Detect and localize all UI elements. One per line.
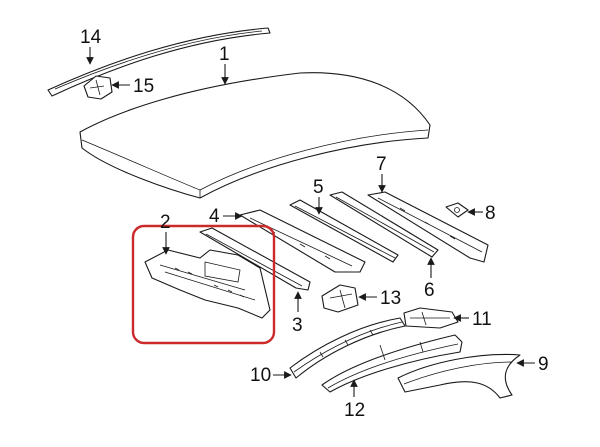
callout-6[interactable]: 6: [424, 257, 435, 301]
part-11-reinforcement[interactable]: [403, 307, 459, 329]
callout-12[interactable]: 12: [344, 379, 365, 421]
callout-label-8: 8: [485, 203, 496, 224]
callout-13[interactable]: 13: [358, 288, 401, 309]
part-13-bracket[interactable]: [321, 284, 359, 313]
highlight-box-part-2: [131, 224, 276, 345]
callout-label-1: 1: [219, 44, 230, 65]
callout-label-6: 6: [424, 280, 435, 301]
part-3-header-rail[interactable]: [199, 227, 311, 291]
callout-8[interactable]: 8: [467, 203, 496, 224]
callout-label-13: 13: [380, 288, 401, 309]
callout-label-11: 11: [472, 309, 492, 330]
callout-label-5: 5: [313, 177, 324, 198]
callout-label-14: 14: [80, 27, 102, 48]
callout-label-12: 12: [344, 400, 365, 421]
callout-3[interactable]: 3: [292, 291, 303, 336]
part-12-inner-side-rail[interactable]: [321, 334, 463, 393]
part-5-roof-bow[interactable]: [289, 199, 399, 263]
callout-label-3: 3: [292, 315, 303, 336]
callout-label-15: 15: [133, 76, 154, 97]
callout-2[interactable]: 2: [160, 212, 171, 255]
callout-15[interactable]: 15: [111, 76, 154, 97]
part-7-rear-header[interactable]: [367, 191, 489, 263]
callout-1[interactable]: 1: [219, 44, 230, 85]
part-2-front-crossmember[interactable]: [144, 249, 271, 319]
part-1-roof-panel[interactable]: [79, 72, 431, 199]
callout-label-4: 4: [209, 206, 220, 227]
callout-7[interactable]: 7: [376, 154, 387, 193]
part-15-clip[interactable]: [83, 75, 113, 100]
callout-5[interactable]: 5: [313, 177, 324, 215]
part-8-bracket[interactable]: [445, 202, 469, 218]
callout-4[interactable]: 4: [209, 206, 243, 227]
callout-14[interactable]: 14: [80, 27, 102, 65]
callout-10[interactable]: 10: [250, 365, 292, 386]
callout-label-10: 10: [250, 365, 271, 386]
callout-label-9: 9: [538, 354, 549, 375]
part-9-rear-rail[interactable]: [397, 353, 521, 399]
callout-label-2: 2: [160, 212, 171, 233]
part-6-roof-bow[interactable]: [329, 191, 439, 258]
callout-9[interactable]: 9: [516, 354, 549, 375]
callout-11[interactable]: 11: [453, 309, 492, 330]
callout-label-7: 7: [376, 154, 387, 175]
part-14-roof-molding[interactable]: [47, 27, 271, 97]
part-10-side-rail[interactable]: [289, 317, 406, 379]
